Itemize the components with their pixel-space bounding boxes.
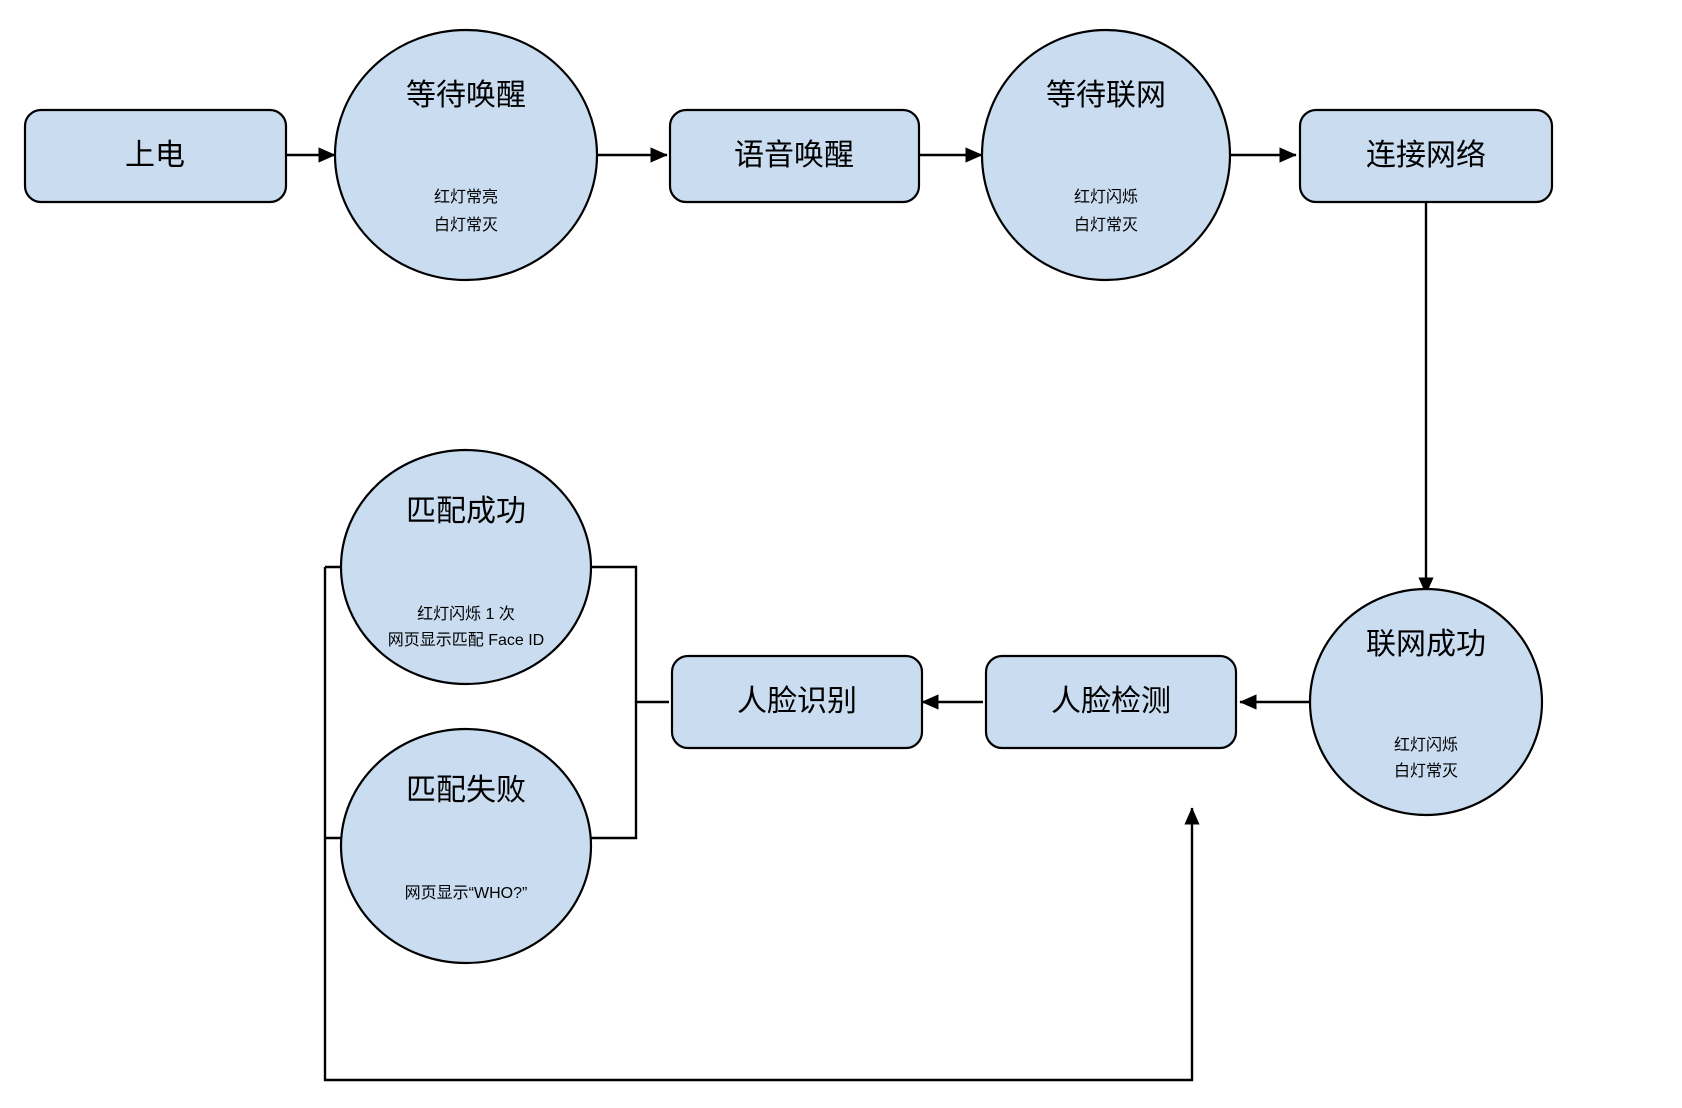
- node-power-on-shape[interactable]: [23, 108, 288, 204]
- node-match-fail-detail-1: 网页显示“WHO?”: [405, 885, 528, 902]
- node-network-success-detail-1: 红灯闪烁: [1394, 736, 1458, 754]
- node-connect-network-shape[interactable]: [1298, 108, 1554, 204]
- node-wait-network[interactable]: 等待联网 红灯闪烁 白灯常灭: [980, 28, 1232, 282]
- node-match-success-label: 匹配成功: [406, 495, 526, 528]
- node-wait-wakeup-shape[interactable]: [333, 28, 599, 282]
- edge-match-fail-feedback-to-face-detect: [323, 567, 1200, 1082]
- node-face-detect[interactable]: 人脸检测: [984, 654, 1238, 750]
- node-face-recognize-label: 人脸识别: [737, 685, 857, 718]
- node-face-detect-shape[interactable]: [984, 654, 1238, 750]
- node-face-recognize[interactable]: 人脸识别: [670, 654, 924, 750]
- node-match-success-shape[interactable]: [339, 448, 593, 686]
- node-voice-wakeup[interactable]: 语音唤醒: [668, 108, 921, 204]
- node-wait-wakeup-detail-2: 白灯常灭: [434, 216, 498, 234]
- node-network-success[interactable]: 联网成功 红灯闪烁 白灯常灭: [1308, 587, 1544, 817]
- node-match-fail-shape[interactable]: [339, 727, 593, 965]
- node-network-success-detail-2: 白灯常灭: [1394, 762, 1458, 780]
- node-voice-wakeup-shape[interactable]: [668, 108, 921, 204]
- node-match-success-detail-1: 红灯闪烁 1 次: [417, 605, 515, 623]
- node-wait-network-label: 等待联网: [1046, 79, 1166, 112]
- node-face-recognize-shape[interactable]: [670, 654, 924, 750]
- node-network-success-shape[interactable]: [1308, 587, 1544, 817]
- node-match-success[interactable]: 匹配成功 红灯闪烁 1 次 网页显示匹配 Face ID: [339, 448, 593, 686]
- node-match-fail-label: 匹配失败: [406, 774, 526, 807]
- node-match-fail[interactable]: 匹配失败 网页显示“WHO?”: [339, 727, 593, 965]
- node-connect-network-label: 连接网络: [1366, 139, 1486, 172]
- node-wait-wakeup-label: 等待唤醒: [406, 79, 526, 112]
- node-network-success-label: 联网成功: [1366, 628, 1486, 661]
- node-voice-wakeup-label: 语音唤醒: [734, 139, 854, 172]
- node-wait-wakeup-detail-1: 红灯常亮: [434, 188, 498, 206]
- node-power-on-label: 上电: [125, 139, 185, 172]
- node-power-on[interactable]: 上电: [23, 108, 288, 204]
- node-face-detect-label: 人脸检测: [1051, 685, 1171, 718]
- node-wait-wakeup[interactable]: 等待唤醒 红灯常亮 白灯常灭: [333, 28, 599, 282]
- node-wait-network-shape[interactable]: [980, 28, 1232, 282]
- node-wait-network-detail-1: 红灯闪烁: [1074, 188, 1138, 206]
- nodes-layer: 上电 等待唤醒 红灯常亮 白灯常灭 语音唤醒 等待联网 红灯闪烁 白灯常灭: [23, 28, 1554, 965]
- node-connect-network[interactable]: 连接网络: [1298, 108, 1554, 204]
- node-match-success-detail-2: 网页显示匹配 Face ID: [388, 631, 544, 649]
- node-wait-network-detail-2: 白灯常灭: [1074, 216, 1138, 234]
